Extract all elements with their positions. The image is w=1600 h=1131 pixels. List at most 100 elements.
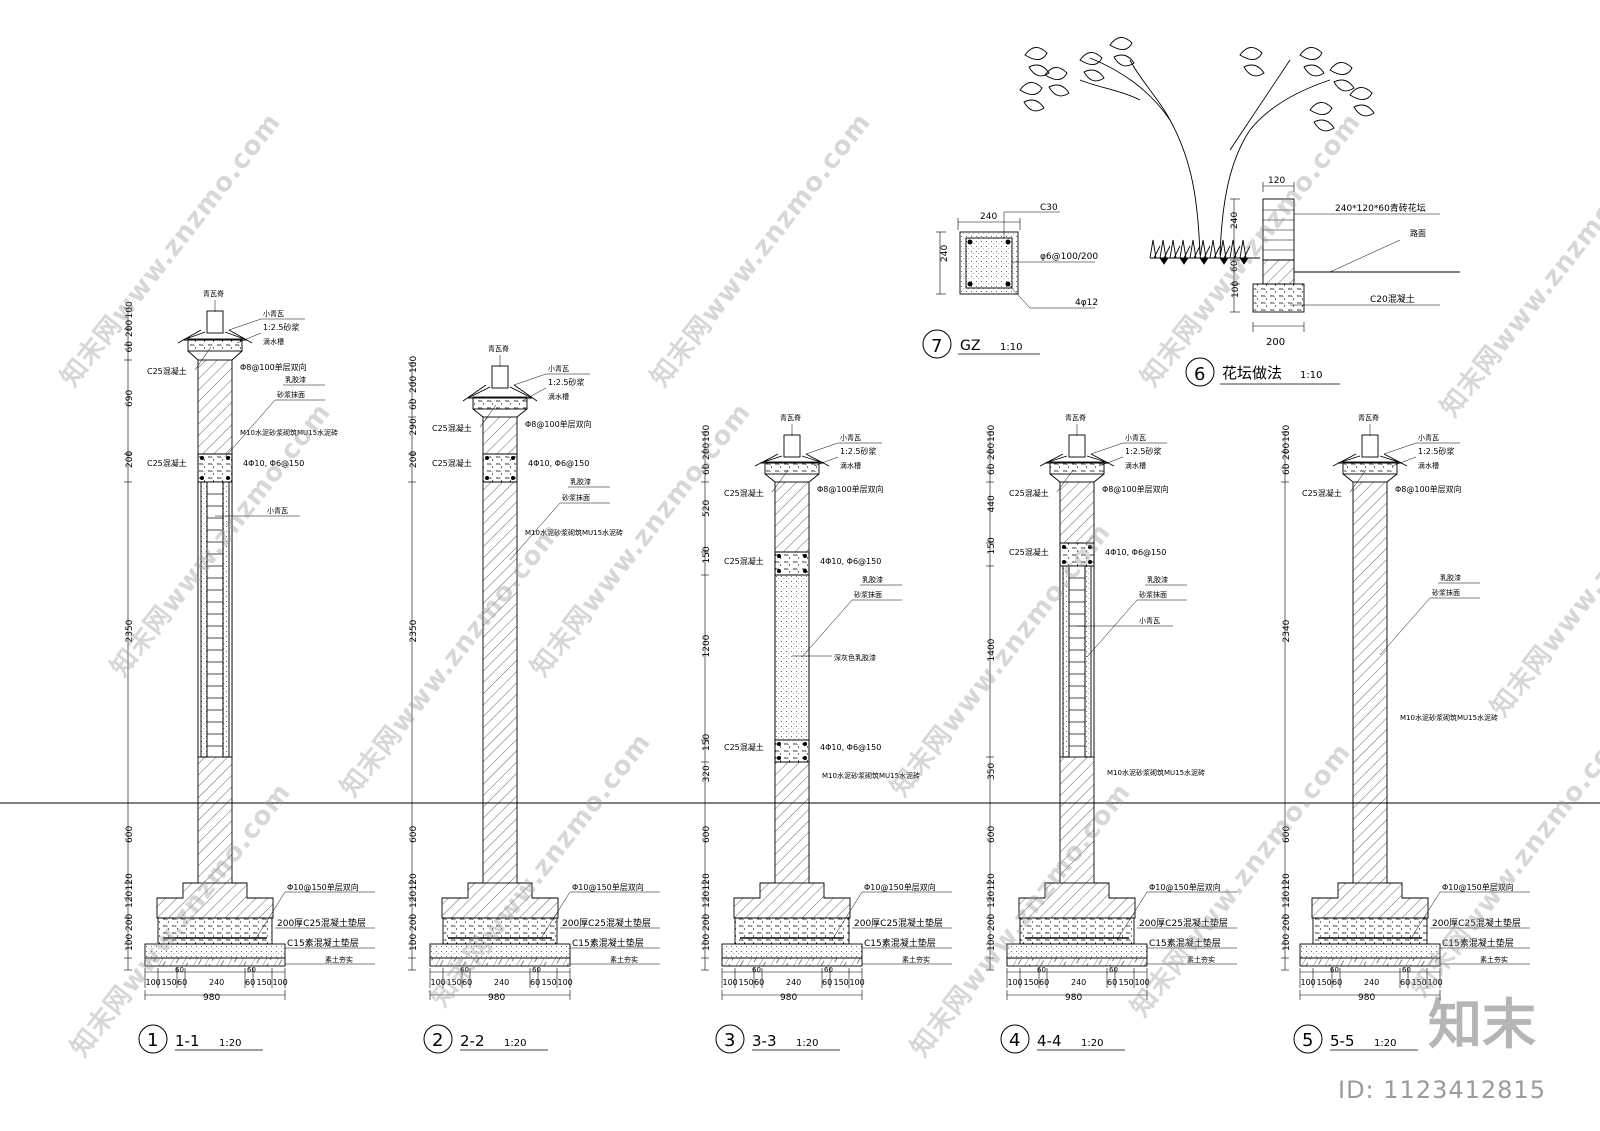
base-dim-2: 60	[177, 978, 187, 987]
rebar-dot	[777, 742, 781, 746]
leader	[521, 387, 547, 402]
label-tile: 小青瓦	[1125, 433, 1146, 442]
label-tile: 小青瓦	[548, 364, 569, 373]
tree-leaf	[1023, 99, 1045, 112]
section-scale: 1:20	[504, 1038, 526, 1049]
c15-pad	[144, 943, 286, 959]
label-c25-ring: C25混凝土	[724, 556, 764, 566]
base-dim-60a: 60	[460, 966, 469, 974]
gz-title-number: 7	[931, 336, 942, 357]
grass	[1149, 239, 1161, 259]
label-plaster: 砂浆抹面	[854, 590, 882, 599]
found-pad	[157, 917, 273, 945]
bottom-dim-1: 200	[409, 914, 419, 931]
found-pad	[734, 917, 850, 945]
label-latex: 乳胶漆	[570, 477, 591, 486]
tree-leaf	[1353, 104, 1375, 117]
base-total-text: 980	[488, 993, 505, 1003]
label-grey-latex: 深灰色乳胶漆	[834, 653, 876, 662]
bottom-dim-1: 200	[125, 914, 135, 931]
base-dim-6: 100	[850, 978, 865, 987]
label-rebar-top: Φ8@100单层双向	[240, 362, 307, 372]
image-id: ID: 1123412815	[1338, 1076, 1546, 1104]
found-pad	[1019, 917, 1135, 945]
label-rebar-top: Φ8@100单层双向	[1102, 484, 1169, 494]
base-dim-0: 100	[146, 978, 161, 987]
leader	[539, 891, 571, 941]
tree-leaf	[1309, 102, 1333, 115]
bottom-dim-0: 100	[1282, 934, 1292, 951]
grass	[1229, 239, 1241, 259]
planter-w-base: 200	[1266, 337, 1285, 348]
label-drip: 滴水槽	[263, 337, 284, 346]
planter-title-number: 6	[1194, 364, 1205, 385]
cap-bevel	[808, 473, 820, 483]
roof-slope	[467, 386, 533, 399]
leader	[1098, 456, 1124, 467]
footing-step	[733, 882, 851, 919]
vertical-dim-1: 200	[409, 376, 419, 393]
leader	[1056, 469, 1074, 493]
gz-stirrup-label: φ6@100/200	[1040, 252, 1098, 262]
c15-pad	[721, 943, 863, 959]
vertical-dim-2: 60	[987, 463, 997, 475]
ridge-tile	[783, 434, 801, 458]
vertical-dim-4: 150	[987, 537, 997, 554]
label-soil: 素土夯实	[1187, 955, 1215, 964]
column-body	[482, 416, 518, 884]
label-found-rebar: Φ10@150单层双向	[287, 882, 359, 892]
label-mortar: 1:2.5砂浆	[263, 322, 300, 332]
tree-branch	[1129, 59, 1171, 121]
label-found-rebar: Φ10@150单层双向	[864, 882, 936, 892]
roof-tile-line	[754, 453, 779, 467]
gz-stirrup	[965, 237, 1013, 289]
vertical-dim-4: 200	[125, 451, 135, 468]
label-brick: M10水泥砂浆砌筑MU15水泥砖	[822, 771, 920, 780]
leader	[1349, 469, 1367, 493]
ground-tick	[1219, 257, 1229, 265]
roof-tile-line	[462, 384, 487, 402]
label-plaster: 砂浆抹面	[277, 390, 305, 399]
label-small-tile: 小青瓦	[1139, 616, 1160, 625]
rebar-dot	[1062, 545, 1066, 549]
leader	[1379, 597, 1431, 656]
ridge-tile	[1361, 434, 1379, 458]
label-c15: C15素混凝土垫层	[287, 937, 359, 949]
watermark-brand: 知末	[1428, 992, 1536, 1056]
cap-bevel	[764, 473, 776, 483]
label-c25-ring: C25混凝土	[147, 458, 187, 468]
label-soil: 素土夯实	[902, 955, 930, 964]
label-plaster: 砂浆抹面	[1139, 590, 1167, 599]
roof-tile-line	[228, 329, 253, 344]
ground-tick	[1179, 257, 1189, 265]
vertical-dim-3: 440	[987, 495, 997, 512]
leader	[831, 891, 863, 941]
roof-tile-line	[177, 329, 202, 344]
footing-step	[1311, 882, 1429, 919]
bottom-dim-1: 200	[1282, 914, 1292, 931]
found-pad	[442, 917, 558, 945]
ground-tick	[1159, 257, 1169, 265]
label-latex: 乳胶漆	[1440, 573, 1461, 582]
base-dim-6: 100	[273, 978, 288, 987]
ground-tick	[1199, 257, 1209, 265]
bottom-dim-2: 120	[702, 891, 712, 908]
tree-leaf	[1019, 82, 1043, 95]
label-ridge: 青瓦脊	[203, 289, 224, 298]
base-dim-4: 60	[245, 978, 255, 987]
label-plaster: 砂浆抹面	[562, 493, 590, 502]
cap-bevel	[516, 408, 528, 418]
planter-base-label: C20混凝土	[1370, 293, 1415, 305]
base-dim-6: 100	[1135, 978, 1150, 987]
base-dim-0: 100	[1008, 978, 1023, 987]
base-dim-3: 240	[209, 978, 224, 987]
label-c15: C15素混凝土垫层	[1442, 937, 1514, 949]
base-total-text: 980	[203, 993, 220, 1003]
vertical-dim-3: 690	[125, 390, 135, 407]
tree-leaf	[1299, 47, 1323, 60]
tree-leaf	[1239, 47, 1263, 60]
leader	[224, 399, 276, 458]
label-found-pad: 200厚C25混凝土垫层	[1432, 917, 1521, 929]
